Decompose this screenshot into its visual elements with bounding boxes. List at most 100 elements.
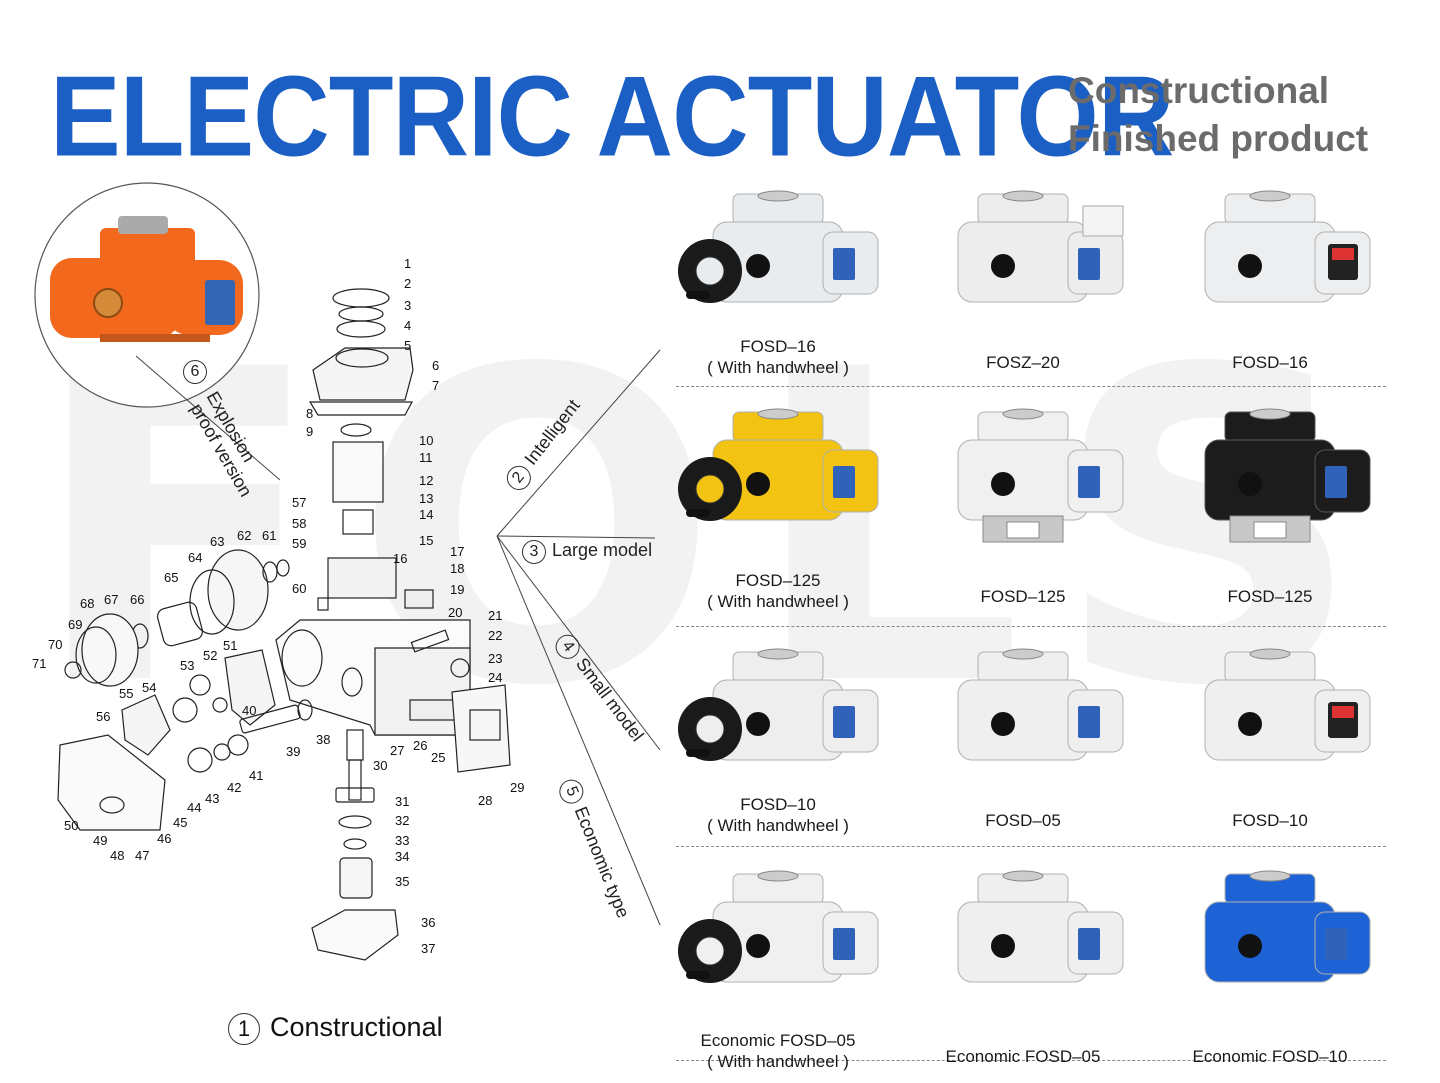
row-divider [676,1060,1386,1061]
product-name: FOSD–125 [735,571,821,590]
page-subtitle-line2: Finished product [1068,118,1369,159]
product-card: Economic FOSD–05( With handwheel ) [658,866,898,1072]
part-number-14: 14 [419,507,433,522]
product-card: FOSD–125 [903,404,1143,607]
large-model-number: 3 [522,540,546,564]
product-name: FOSD–16 [1232,353,1308,372]
category-explosion-proof: 6 [183,360,213,384]
part-number-70: 70 [48,637,62,652]
part-number-36: 36 [421,915,435,930]
product-card: FOSD–125 [1150,404,1390,607]
part-number-61: 61 [262,528,276,543]
actuator-icon [1204,870,1371,983]
part-number-44: 44 [187,800,201,815]
part-number-62: 62 [237,528,251,543]
part-number-15: 15 [419,533,433,548]
part-number-18: 18 [450,561,464,576]
part-number-59: 59 [292,536,306,551]
actuator-handwheel-icon [678,408,879,521]
part-number-66: 66 [130,592,144,607]
product-note: ( With handwheel ) [707,592,849,611]
part-number-56: 56 [96,709,110,724]
part-number-25: 25 [431,750,445,765]
product-name: FOSD–10 [740,795,816,814]
page-subtitle-line1: Constructional [1068,70,1330,111]
part-number-26: 26 [413,738,427,753]
part-number-32: 32 [395,813,409,828]
actuator-bracket-icon [1204,408,1371,543]
part-number-68: 68 [80,596,94,611]
category-constructional: 1 Constructional [228,1012,443,1045]
part-number-40: 40 [242,703,256,718]
part-number-27: 27 [390,743,404,758]
product-name: FOSD–05 [985,811,1061,830]
actuator-icon [957,648,1124,761]
actuator-handwheel-icon [678,870,879,983]
explosion-proof-number: 6 [183,360,207,384]
part-number-49: 49 [93,833,107,848]
part-number-39: 39 [286,744,300,759]
part-number-65: 65 [164,570,178,585]
category-large-model: 3 Large model [522,540,652,564]
part-number-20: 20 [448,605,462,620]
part-number-19: 19 [450,582,464,597]
product-card: Economic FOSD–10 [1150,866,1390,1067]
actuator-icon [957,870,1124,983]
part-number-58: 58 [292,516,306,531]
part-number-60: 60 [292,581,306,596]
part-number-37: 37 [421,941,435,956]
actuator-handwheel-icon [678,648,879,761]
part-number-53: 53 [180,658,194,673]
constructional-number: 1 [228,1013,260,1045]
product-card: Economic FOSD–05 [903,866,1143,1067]
part-number-48: 48 [110,848,124,863]
part-number-3: 3 [404,298,411,313]
part-number-11: 11 [419,450,433,465]
part-number-10: 10 [419,433,433,448]
part-number-4: 4 [404,318,411,333]
part-number-55: 55 [119,686,133,701]
row-divider [676,626,1386,627]
product-note: ( With handwheel ) [707,1052,849,1071]
part-number-67: 67 [104,592,118,607]
product-name: FOSD–10 [1232,811,1308,830]
explosion-proof-actuator-icon [50,216,243,342]
actuator-bracket-icon [957,408,1124,543]
part-number-51: 51 [223,638,237,653]
constructional-label: Constructional [270,1012,443,1042]
part-number-52: 52 [203,648,217,663]
part-number-42: 42 [227,780,241,795]
actuator-display-icon [1204,190,1371,303]
part-number-23: 23 [488,651,502,666]
product-card: FOSD–10 ( With handwheel ) [658,644,898,836]
part-number-35: 35 [395,874,409,889]
part-number-41: 41 [249,768,263,783]
part-number-69: 69 [68,617,82,632]
part-number-24: 24 [488,670,502,685]
part-number-45: 45 [173,815,187,830]
part-number-34: 34 [395,849,409,864]
product-name: FOSD–125 [1227,587,1313,606]
part-number-47: 47 [135,848,149,863]
part-number-64: 64 [188,550,202,565]
product-card: FOSD–16 [1150,186,1390,373]
part-number-13: 13 [419,491,433,506]
part-number-7: 7 [432,378,439,393]
product-note: ( With handwheel ) [707,816,849,835]
actuator-display-icon [1204,648,1371,761]
part-number-31: 31 [395,794,409,809]
actuator-handwheel-icon [678,190,879,303]
part-number-63: 63 [210,534,224,549]
product-card: FOSZ–20 [903,186,1143,373]
part-number-43: 43 [205,791,219,806]
part-number-50: 50 [64,818,78,833]
product-name: Economic FOSD–05 [945,1047,1101,1066]
large-model-label: Large model [552,540,653,560]
part-number-33: 33 [395,833,409,848]
part-number-8: 8 [306,406,313,421]
part-number-17: 17 [450,544,464,559]
part-number-1: 1 [404,256,411,271]
part-number-29: 29 [510,780,524,795]
product-card: FOSD–05 [903,644,1143,831]
